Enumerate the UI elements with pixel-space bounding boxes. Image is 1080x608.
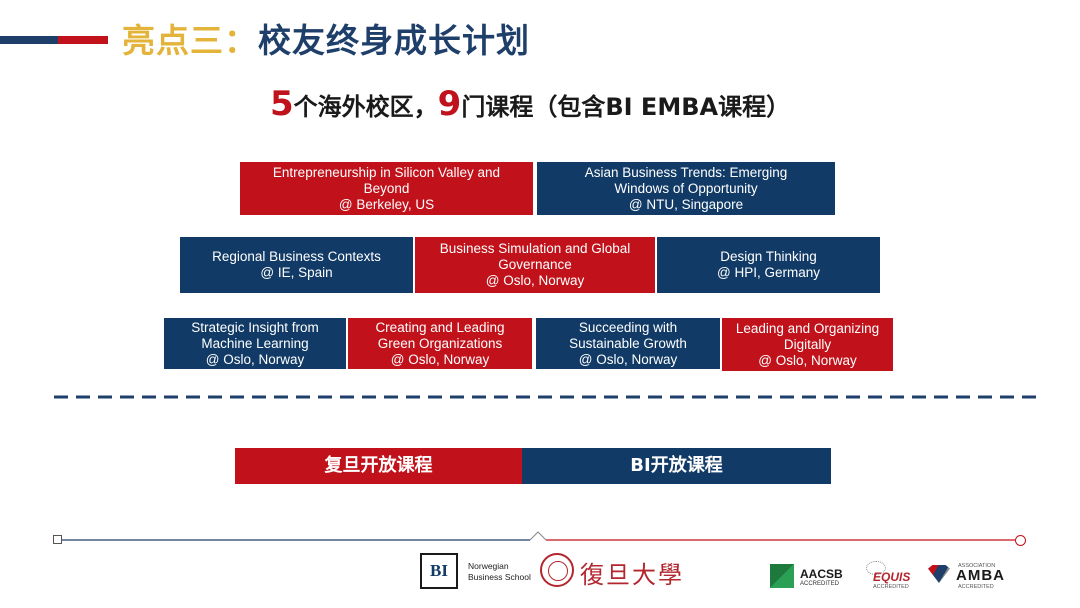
- course-count: 9: [437, 84, 462, 124]
- course-box-sustainable-growth: Succeeding with Sustainable Growth @ Osl…: [536, 318, 720, 369]
- campus-count: 5: [270, 84, 294, 124]
- footer-circle-marker: [1015, 535, 1026, 546]
- course-box-green-organizations: Creating and Leading Green Organizations…: [348, 318, 532, 369]
- course-location: @ HPI, Germany: [717, 265, 820, 280]
- aacsb-logo-icon: [770, 564, 794, 588]
- course-title: Design Thinking: [720, 249, 817, 264]
- course-title: Strategic Insight from Machine Learning: [191, 319, 319, 351]
- equis-name: EQUIS: [873, 570, 911, 584]
- course-box-machine-learning: Strategic Insight from Machine Learning …: [164, 318, 346, 369]
- amba-logo-icon: [928, 565, 950, 583]
- slide-title: 亮点三：校友终身成长计划: [122, 16, 530, 66]
- aacsb-name: AACSB: [800, 567, 843, 581]
- course-box-ie: Regional Business Contexts @ IE, Spain: [180, 237, 413, 293]
- course-box-ntu: Asian Business Trends: Emerging Windows …: [537, 162, 835, 215]
- amba-accredited: ACCREDITED: [958, 584, 994, 590]
- footer-square-marker: [53, 535, 62, 544]
- course-title: Asian Business Trends: Emerging Windows …: [584, 164, 788, 196]
- course-box-leading-digitally: Leading and Organizing Digitally @ Oslo,…: [722, 318, 893, 371]
- subtitle-text-2: 门课程（包含BI EMBA课程）: [461, 93, 791, 121]
- course-location: @ Oslo, Norway: [390, 351, 490, 367]
- amba-name: AMBA: [956, 567, 1005, 584]
- title-prefix: 亮点三：: [122, 21, 258, 60]
- course-location: @ Oslo, Norway: [205, 351, 305, 367]
- bi-logo-line1: Norwegian: [468, 561, 509, 571]
- subtitle-text-1: 个海外校区，: [293, 93, 438, 121]
- course-location: @ IE, Spain: [260, 265, 333, 280]
- course-title: Entrepreneurship in Silicon Valley and B…: [272, 164, 501, 196]
- course-title: Business Simulation and Global Governanc…: [439, 241, 631, 272]
- header-deco-red: [58, 36, 108, 44]
- amba-association: ASSOCIATION: [958, 563, 996, 569]
- fudan-seal-icon: [540, 553, 574, 587]
- header-deco-blue: [0, 36, 58, 44]
- equis-accredited: ACCREDITED: [873, 584, 909, 590]
- course-title: Succeeding with Sustainable Growth: [569, 319, 687, 351]
- slide-subtitle: 5个海外校区，9门课程（包含BI EMBA课程）: [270, 82, 790, 126]
- aacsb-accredited: ACCREDITED: [800, 581, 840, 587]
- bi-logo: BI: [420, 553, 458, 589]
- footer-line: [62, 531, 1015, 541]
- course-box-berkeley: Entrepreneurship in Silicon Valley and B…: [240, 162, 533, 215]
- equis-logo-icon: [866, 561, 886, 575]
- bi-logo-line2: Business School: [468, 572, 531, 582]
- course-title: Leading and Organizing Digitally: [735, 320, 880, 352]
- bi-logo-text: Norwegian Business School: [468, 561, 531, 583]
- bi-logo-letters: BI: [430, 561, 448, 580]
- title-main: 校友终身成长计划: [258, 21, 530, 60]
- course-box-hpi: Design Thinking @ HPI, Germany: [657, 237, 880, 293]
- course-location: @ Oslo, Norway: [758, 352, 857, 368]
- course-location: @ Oslo, Norway: [578, 351, 678, 367]
- course-location: @ NTU, Singapore: [628, 196, 744, 212]
- dashed-divider: [54, 395, 1038, 399]
- course-box-business-simulation: Business Simulation and Global Governanc…: [415, 237, 655, 293]
- course-title: Regional Business Contexts: [212, 249, 381, 264]
- course-location: @ Oslo, Norway: [485, 273, 585, 288]
- bi-open-courses-button[interactable]: BI开放课程: [522, 448, 831, 484]
- course-title: Creating and Leading Green Organizations: [375, 319, 505, 351]
- fudan-open-courses-button[interactable]: 复旦开放课程: [235, 448, 522, 484]
- course-location: @ Berkeley, US: [338, 196, 435, 212]
- fudan-calligraphy-logo: 復旦大學: [580, 561, 684, 589]
